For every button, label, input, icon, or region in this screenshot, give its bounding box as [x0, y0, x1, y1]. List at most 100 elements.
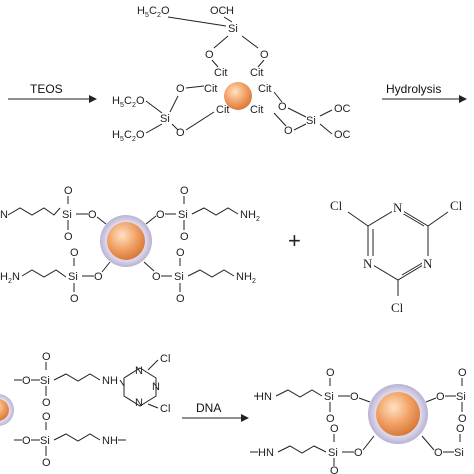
si-label: Si: [456, 391, 466, 403]
si-label: Si: [68, 271, 78, 283]
si-label: Si: [62, 209, 72, 221]
nh2-label: NH: [236, 271, 252, 283]
row-2: N Si O O O O Si O O NH 2 H 2 N Si O O O: [0, 185, 463, 315]
o-label: O: [88, 209, 97, 221]
citrate-nanoparticle: [224, 82, 252, 110]
svg-text:O: O: [180, 185, 189, 197]
o-label: O: [22, 435, 31, 447]
o-label: O: [176, 127, 185, 139]
o-label: O: [176, 83, 185, 95]
nanoparticle-core: [0, 399, 9, 421]
plus-sign: +: [288, 228, 301, 253]
row-1: TEOS Cit Cit Cit Cit Cit Cit H 5 C 2 O O…: [8, 5, 467, 143]
svg-text:O: O: [326, 413, 335, 425]
svg-text:5: 5: [120, 136, 124, 143]
si-label: Si: [228, 23, 238, 35]
cit-label: Cit: [216, 104, 229, 116]
o-label: O: [278, 101, 287, 113]
svg-text:O: O: [161, 5, 170, 17]
svg-text:O: O: [42, 411, 51, 423]
svg-text:O: O: [458, 413, 467, 425]
svg-text:2: 2: [256, 216, 260, 223]
svg-text:C: C: [124, 95, 132, 107]
svg-text:O: O: [136, 129, 145, 141]
si-label: Si: [160, 113, 170, 125]
o-label: O: [22, 375, 31, 387]
n-atom: N: [393, 200, 403, 215]
o-label: O: [205, 49, 214, 61]
svg-text:O: O: [176, 247, 185, 259]
nanoparticle-core: [107, 222, 145, 260]
o-label: O: [284, 125, 293, 137]
h-label: H: [112, 95, 120, 107]
cit-label: Cit: [250, 67, 263, 79]
svg-text:H: H: [226, 5, 234, 17]
si-label: Si: [178, 209, 188, 221]
o-label: O: [436, 391, 445, 403]
cit-label: Cit: [204, 83, 217, 95]
si-label: Si: [454, 447, 464, 459]
svg-text:2: 2: [252, 278, 256, 285]
si-label: Si: [328, 447, 338, 459]
svg-text:O: O: [326, 367, 335, 379]
svg-text:2: 2: [157, 12, 161, 19]
oc2h5-label: OC: [210, 5, 227, 17]
svg-text:2: 2: [132, 136, 136, 143]
cit-label: Cit: [250, 104, 263, 116]
svg-text:O: O: [456, 423, 465, 435]
oc2h5-label: OC: [334, 129, 351, 141]
cl-atom: Cl: [160, 353, 170, 365]
h-label: H: [112, 129, 120, 141]
o-label: O: [434, 447, 443, 459]
o-label: O: [156, 209, 165, 221]
svg-text:O: O: [64, 185, 73, 197]
n-atom: N: [135, 397, 143, 409]
svg-text:O: O: [70, 247, 79, 259]
o-label: O: [94, 271, 103, 283]
cl-atom: Cl: [391, 300, 404, 315]
si-label: Si: [324, 391, 334, 403]
svg-text:C: C: [149, 5, 157, 17]
triazine-small: N N N Cl Cl: [119, 353, 170, 415]
nh-label: N: [0, 209, 8, 221]
n-atom: N: [363, 256, 373, 271]
nanoparticle-core: [376, 392, 420, 436]
svg-text:O: O: [176, 293, 185, 305]
svg-text:O: O: [70, 293, 79, 305]
cyanuric-chloride: N N N Cl Cl Cl: [330, 198, 463, 315]
nh-label: NH: [102, 375, 118, 387]
row-3: O Si O O NH N N N Cl Cl O Si O O NH: [0, 351, 467, 474]
n-atom: N: [135, 365, 143, 377]
si-label: Si: [40, 435, 50, 447]
nh-label: NH: [102, 435, 118, 447]
svg-text:O: O: [458, 367, 467, 379]
hn-label: HN: [256, 391, 272, 403]
si-label: Si: [306, 115, 316, 127]
hydrolysis-label: Hydrolysis: [386, 82, 441, 96]
o-label: O: [260, 49, 269, 61]
svg-text:2: 2: [132, 102, 136, 109]
svg-text:N: N: [12, 271, 20, 283]
cl-atom: Cl: [160, 403, 170, 415]
svg-text:5: 5: [120, 102, 124, 109]
o-label: O: [350, 391, 359, 403]
svg-text:O: O: [64, 231, 73, 243]
h2n-label: H: [0, 271, 8, 283]
svg-text:O: O: [180, 231, 189, 243]
dna-label: DNA: [196, 401, 221, 415]
cit-label: Cit: [258, 83, 271, 95]
svg-text:O: O: [136, 95, 145, 107]
svg-text:O: O: [330, 423, 339, 435]
h-label: H: [137, 5, 145, 17]
svg-text:O: O: [330, 465, 339, 474]
svg-text:O: O: [42, 397, 51, 409]
svg-text:O: O: [42, 351, 51, 363]
cl-atom: Cl: [450, 198, 463, 213]
n-atom: N: [423, 256, 433, 271]
si-label: Si: [174, 271, 184, 283]
svg-text:2: 2: [8, 278, 12, 285]
hn-label: HN: [258, 447, 274, 459]
svg-text:C: C: [124, 129, 132, 141]
